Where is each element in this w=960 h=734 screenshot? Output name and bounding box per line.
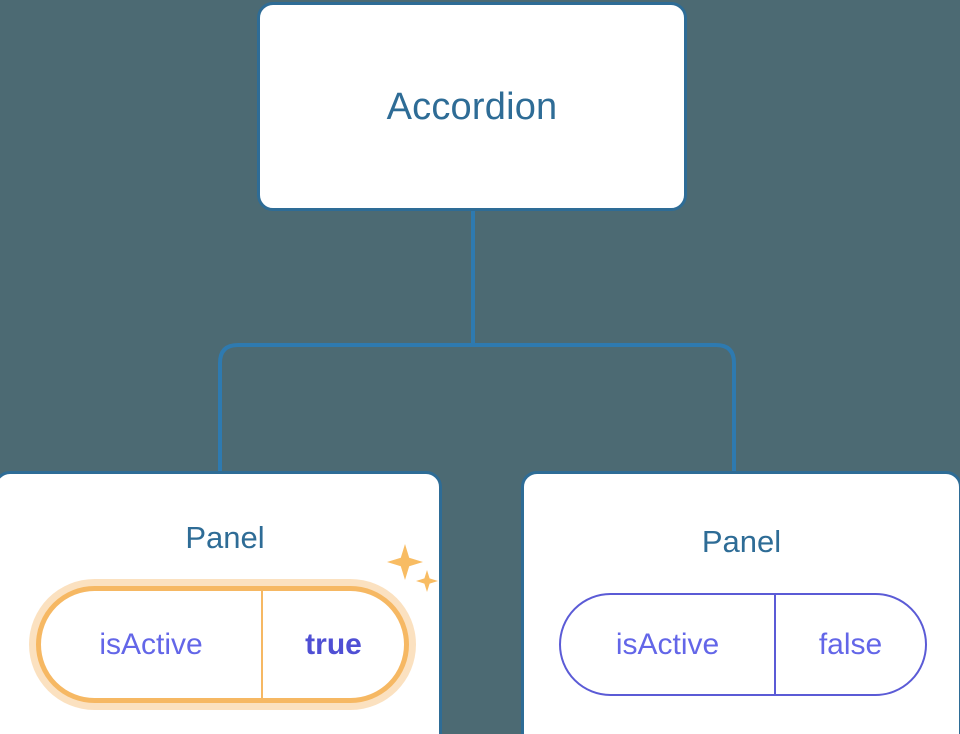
node-accordion-title: Accordion — [386, 85, 558, 128]
node-panel-left[interactable]: Panel isActive true — [0, 471, 442, 734]
node-accordion[interactable]: Accordion — [257, 2, 687, 211]
node-panel-right-title: Panel — [701, 524, 782, 559]
prop-value-label: true — [305, 627, 362, 661]
prop-key-label: isActive — [561, 595, 776, 694]
connector-branch-right — [473, 343, 736, 472]
prop-pill-isactive-true[interactable]: isActive true — [36, 586, 409, 703]
node-panel-left-title: Panel — [185, 520, 265, 555]
prop-key-label: isActive — [41, 591, 263, 698]
node-panel-right[interactable]: Panel isActive false — [521, 471, 960, 734]
prop-value-label: false — [818, 627, 883, 661]
prop-pill-isactive-false[interactable]: isActive false — [559, 593, 927, 696]
connector-branch-left — [218, 343, 473, 472]
